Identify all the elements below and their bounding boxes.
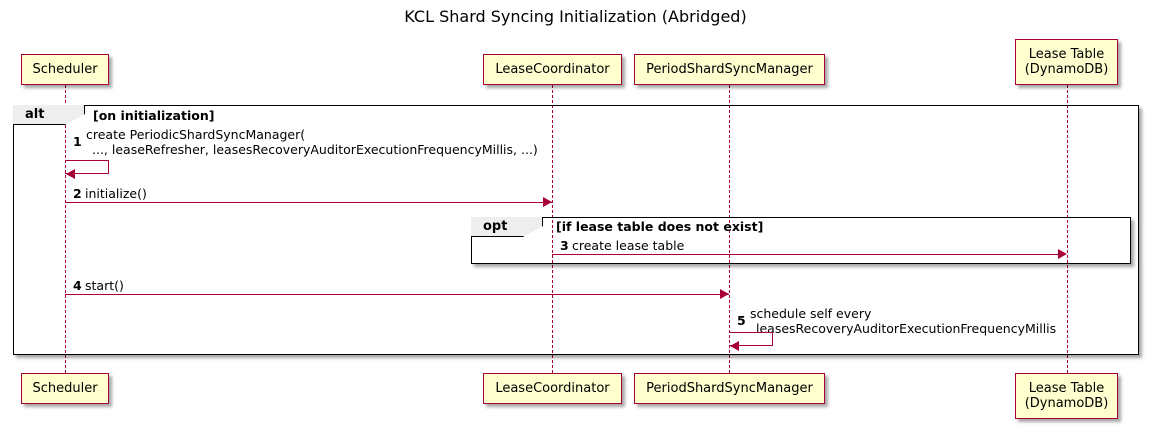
message-4-number: 4 [73, 278, 82, 293]
participant-scheduler-top[interactable]: Scheduler [21, 54, 109, 85]
lifeline-lease-coordinator [552, 85, 553, 373]
message-5-label-line1: schedule self every [750, 306, 872, 321]
message-3-line [552, 254, 1059, 255]
participant-lease-coordinator-top[interactable]: LeaseCoordinator [483, 54, 622, 85]
frame-opt-condition: [if lease table does not exist] [556, 219, 764, 234]
message-2-arrowhead [543, 197, 552, 207]
message-5-arrowhead [730, 341, 739, 351]
message-5-number: 5 [737, 313, 746, 328]
message-5-self-loop [729, 332, 773, 346]
message-3-arrowhead [1058, 249, 1067, 259]
participant-period-shard-sync-manager-top[interactable]: PeriodShardSyncManager [634, 54, 825, 85]
participant-lease-table-top[interactable]: Lease Table (DynamoDB) [1015, 39, 1118, 85]
message-1-self-loop [65, 160, 109, 174]
message-4-label: start() [85, 278, 124, 293]
frame-alt-condition: [on initialization] [93, 108, 215, 123]
message-1-arrowhead [66, 169, 75, 179]
participant-lease-coordinator-bottom[interactable]: LeaseCoordinator [483, 373, 622, 404]
message-2-number: 2 [73, 186, 82, 201]
frame-opt-tab-label: opt [471, 217, 543, 237]
message-4-line [65, 294, 729, 295]
frame-alt-tab-label: alt [13, 105, 85, 125]
message-1-number: 1 [73, 134, 82, 149]
lifeline-scheduler [65, 85, 66, 373]
message-1-label-line1: create PeriodicShardSyncManager( [86, 127, 306, 142]
diagram-title: KCL Shard Syncing Initialization (Abridg… [404, 7, 747, 26]
participant-period-shard-sync-manager-bottom[interactable]: PeriodShardSyncManager [634, 373, 825, 404]
lifeline-lease-table [1067, 85, 1068, 373]
message-2-line [65, 202, 552, 203]
participant-scheduler-bottom[interactable]: Scheduler [21, 373, 109, 404]
message-1-label-line2: ..., leaseRefresher, leasesRecoveryAudit… [92, 142, 538, 157]
frame-opt: opt [471, 217, 1131, 264]
message-5-label-line2: leasesRecoveryAuditorExecutionFrequencyM… [756, 321, 1057, 336]
participant-lease-table-bottom[interactable]: Lease Table (DynamoDB) [1015, 373, 1118, 419]
message-4-arrowhead [720, 289, 729, 299]
message-3-label: create lease table [572, 238, 685, 253]
lifeline-period-shard-sync-manager [729, 85, 730, 373]
frame-alt: alt [13, 105, 1139, 355]
message-3-number: 3 [560, 238, 569, 253]
message-2-label: initialize() [85, 186, 147, 201]
